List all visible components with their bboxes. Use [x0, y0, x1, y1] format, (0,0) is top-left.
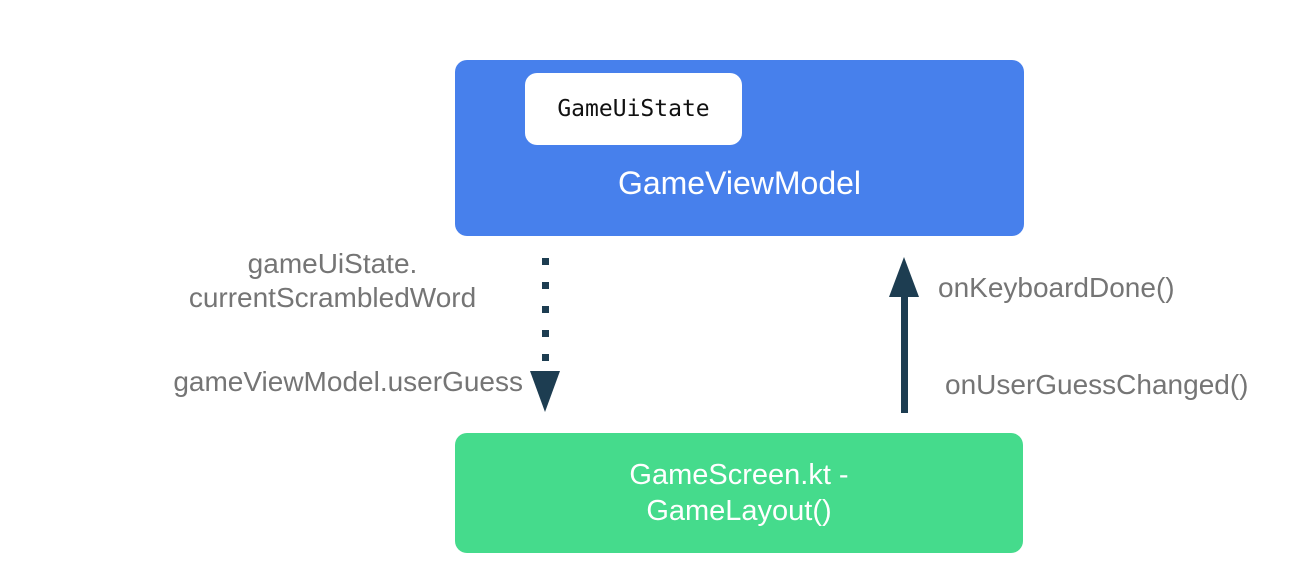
dotted-arrow-dot	[542, 258, 549, 265]
gameuistate-badge-label: GameUiState	[557, 96, 710, 122]
state-flow-label-line2: currentScrambledWord	[188, 282, 477, 313]
gamescreen-label-line2: GameLayout()	[646, 495, 832, 527]
up-arrow-shaft	[901, 290, 908, 413]
gameuistate-badge: GameUiState	[525, 73, 742, 145]
dotted-arrow-dot	[542, 330, 549, 337]
user-guess-label: gameViewModel.userGuess	[173, 366, 523, 397]
state-flow-label-line1: gameUiState.	[247, 248, 418, 279]
gameviewmodel-label: GameViewModel	[617, 165, 862, 201]
on-keyboard-done-label: onKeyboardDone()	[938, 272, 1175, 303]
down-arrowhead-icon	[530, 371, 560, 412]
dotted-arrow-dot	[542, 282, 549, 289]
gameviewmodel-box: GameUiState GameViewModel	[455, 60, 1024, 236]
gamescreen-label: GameScreen.kt - GameLayout()	[629, 457, 848, 529]
on-user-guess-changed-label: onUserGuessChanged()	[945, 369, 1249, 400]
dotted-arrow-dot	[542, 354, 549, 361]
dotted-arrow-dot	[542, 306, 549, 313]
gamescreen-label-line1: GameScreen.kt -	[629, 459, 849, 491]
state-flow-label: gameUiState. currentScrambledWord	[140, 247, 525, 315]
gamescreen-box: GameScreen.kt - GameLayout()	[455, 433, 1023, 553]
